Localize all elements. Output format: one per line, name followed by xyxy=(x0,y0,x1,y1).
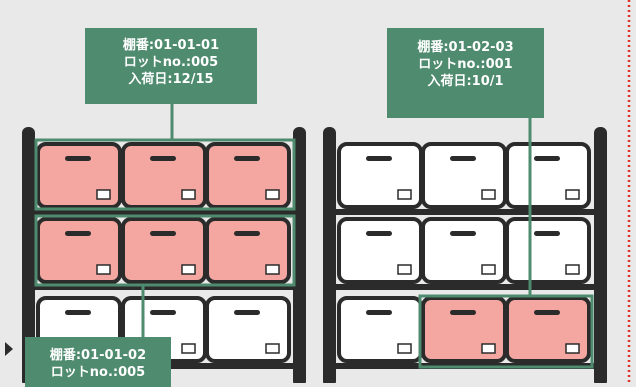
box-tag xyxy=(96,264,111,275)
box-tag xyxy=(397,189,412,200)
box-handle xyxy=(234,156,260,161)
shelf-right xyxy=(323,127,607,383)
label-arrival-date: 入荷日:12/15 xyxy=(128,72,214,87)
box-highlighted xyxy=(205,217,291,284)
box-handle xyxy=(150,231,176,236)
shelf-post-right xyxy=(594,127,607,383)
box-tag xyxy=(265,189,280,200)
label-shelf-number: 棚番:01-01-01 xyxy=(122,38,220,53)
box-tag xyxy=(181,264,196,275)
box-tag xyxy=(565,189,580,200)
label-lot-number: ロットno.:005 xyxy=(123,55,219,70)
box-handle xyxy=(65,310,91,315)
box-tag xyxy=(481,189,496,200)
label-arrival-date: 入荷日:10/1 xyxy=(427,74,504,89)
box-handle xyxy=(450,310,476,315)
box-empty xyxy=(337,142,423,209)
pointer-arrow-icon xyxy=(5,342,13,356)
box-tag xyxy=(265,264,280,275)
box-empty xyxy=(505,217,591,284)
shelf-left xyxy=(22,127,306,383)
box-handle xyxy=(234,310,260,315)
box-highlighted xyxy=(121,217,207,284)
box-handle xyxy=(65,231,91,236)
box-tag xyxy=(181,189,196,200)
box-handle xyxy=(450,156,476,161)
box-empty xyxy=(205,296,291,363)
box-handle xyxy=(366,156,392,161)
box-tag xyxy=(397,343,412,354)
shelf-board xyxy=(329,284,601,290)
label-01-01-02: 棚番:01-01-02 ロットno.:005 xyxy=(25,337,171,387)
box-highlighted xyxy=(36,217,122,284)
box-handle xyxy=(150,156,176,161)
shelf-board xyxy=(28,284,300,290)
highlight-outline-01-01-02 xyxy=(34,214,296,287)
box-handle xyxy=(534,310,560,315)
box-empty xyxy=(337,217,423,284)
shelf-post-left xyxy=(22,127,35,383)
box-tag xyxy=(181,343,196,354)
shelf-post-right xyxy=(293,127,306,383)
shelf-board xyxy=(28,209,300,215)
box-handle xyxy=(234,231,260,236)
box-handle xyxy=(534,156,560,161)
box-empty xyxy=(337,296,423,363)
box-handle xyxy=(366,231,392,236)
box-handle xyxy=(450,231,476,236)
box-tag xyxy=(565,264,580,275)
box-handle xyxy=(65,156,91,161)
label-lot-number: ロットno.:005 xyxy=(50,365,146,380)
shelf-board xyxy=(329,209,601,215)
box-handle xyxy=(150,310,176,315)
box-handle xyxy=(534,231,560,236)
box-tag xyxy=(565,343,580,354)
box-tag xyxy=(481,343,496,354)
box-highlighted xyxy=(205,142,291,209)
box-tag xyxy=(397,264,412,275)
box-tag xyxy=(96,189,111,200)
label-lot-number: ロットno.:001 xyxy=(418,57,513,72)
box-highlighted xyxy=(121,142,207,209)
box-handle xyxy=(366,310,392,315)
box-highlighted xyxy=(421,296,507,363)
box-empty xyxy=(505,142,591,209)
box-tag xyxy=(481,264,496,275)
highlight-outline-01-01-01 xyxy=(34,138,296,211)
label-shelf-number: 棚番:01-01-02 xyxy=(49,348,147,363)
label-01-02-03: 棚番:01-02-03 ロットno.:001 入荷日:10/1 xyxy=(387,28,544,118)
box-highlighted xyxy=(36,142,122,209)
box-empty xyxy=(421,217,507,284)
shelf-post-left xyxy=(323,127,336,383)
label-shelf-number: 棚番:01-02-03 xyxy=(417,40,514,55)
highlight-outline-01-02-03 xyxy=(418,294,594,369)
label-01-01-01: 棚番:01-01-01 ロットno.:005 入荷日:12/15 xyxy=(85,28,257,104)
box-highlighted xyxy=(505,296,591,363)
box-tag xyxy=(265,343,280,354)
box-empty xyxy=(421,142,507,209)
